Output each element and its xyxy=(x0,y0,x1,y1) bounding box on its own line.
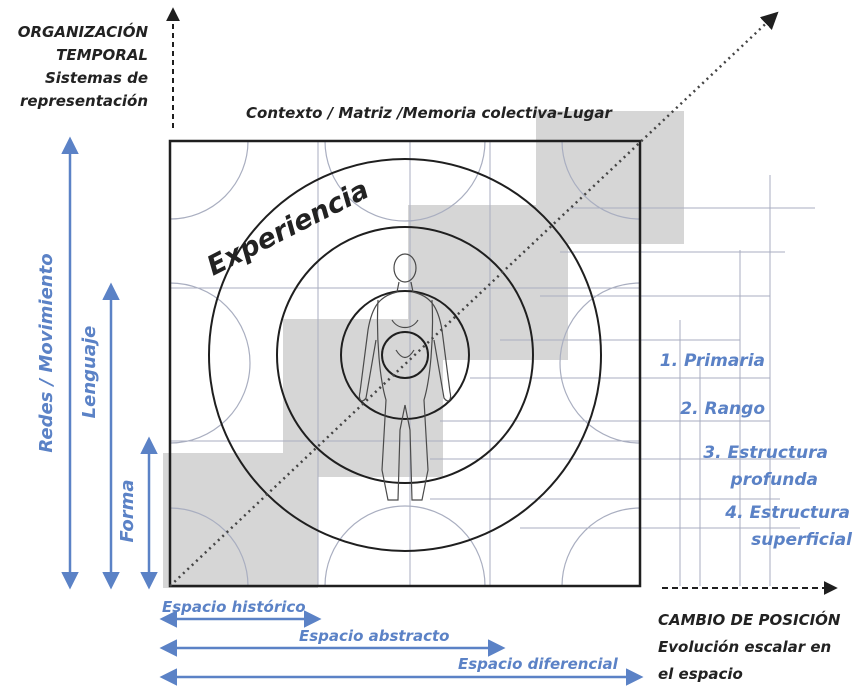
circle-deep xyxy=(276,226,534,484)
level-surface-2: superficial xyxy=(751,530,853,550)
level-deep-1: 3. Estructura xyxy=(703,443,828,463)
temporal-line-4: representación xyxy=(20,92,148,110)
form-label: Forma xyxy=(117,479,138,542)
position-line-3: el espacio xyxy=(658,665,743,683)
level-labels: 1. Primaria 2. Rango 3. Estructura profu… xyxy=(660,351,853,550)
scallop-arcs xyxy=(170,141,640,586)
level-surface-1: 4. Estructura xyxy=(724,503,850,523)
networks-label: Redes / Movimiento xyxy=(36,253,57,452)
position-line-2: Evolución escalar en xyxy=(658,638,831,656)
position-change-label: CAMBIO DE POSICIÓN Evolución escalar en … xyxy=(658,610,841,683)
language-label: Lenguaje xyxy=(79,326,100,419)
circle-range xyxy=(340,290,470,420)
level-deep-2: profunda xyxy=(730,470,818,490)
human-figure-sketch xyxy=(358,253,452,501)
temporal-organization-label: ORGANIZACIÓN TEMPORAL Sistemas de repres… xyxy=(18,22,149,110)
grid-lines xyxy=(170,141,815,586)
position-line-1: CAMBIO DE POSICIÓN xyxy=(658,610,841,629)
circle-surface xyxy=(208,158,602,552)
temporal-line-3: Sistemas de xyxy=(45,69,148,87)
gray-square-4 xyxy=(536,111,684,244)
vertical-blue-arrows xyxy=(61,136,158,590)
diagonal-arrow xyxy=(169,11,779,587)
context-frame xyxy=(168,139,642,588)
level-primary: 1. Primaria xyxy=(660,351,765,371)
temporal-line-1: ORGANIZACIÓN xyxy=(18,22,149,41)
temporal-line-2: TEMPORAL xyxy=(56,46,148,64)
abstract-space-label: Espacio abstracto xyxy=(299,627,449,645)
horizontal-blue-arrows xyxy=(159,610,644,686)
context-label: Contexto / Matriz /Memoria colectiva-Lug… xyxy=(246,104,613,122)
experience-label: Experiencia xyxy=(202,174,374,282)
circle-primary xyxy=(381,331,429,379)
historic-space-label: Espacio histórico xyxy=(162,598,306,616)
level-range: 2. Rango xyxy=(680,399,765,419)
differential-space-label: Espacio diferencial xyxy=(458,655,619,673)
concentric-circles xyxy=(208,158,602,552)
space-labels: Espacio histórico Espacio abstracto Espa… xyxy=(162,598,619,673)
